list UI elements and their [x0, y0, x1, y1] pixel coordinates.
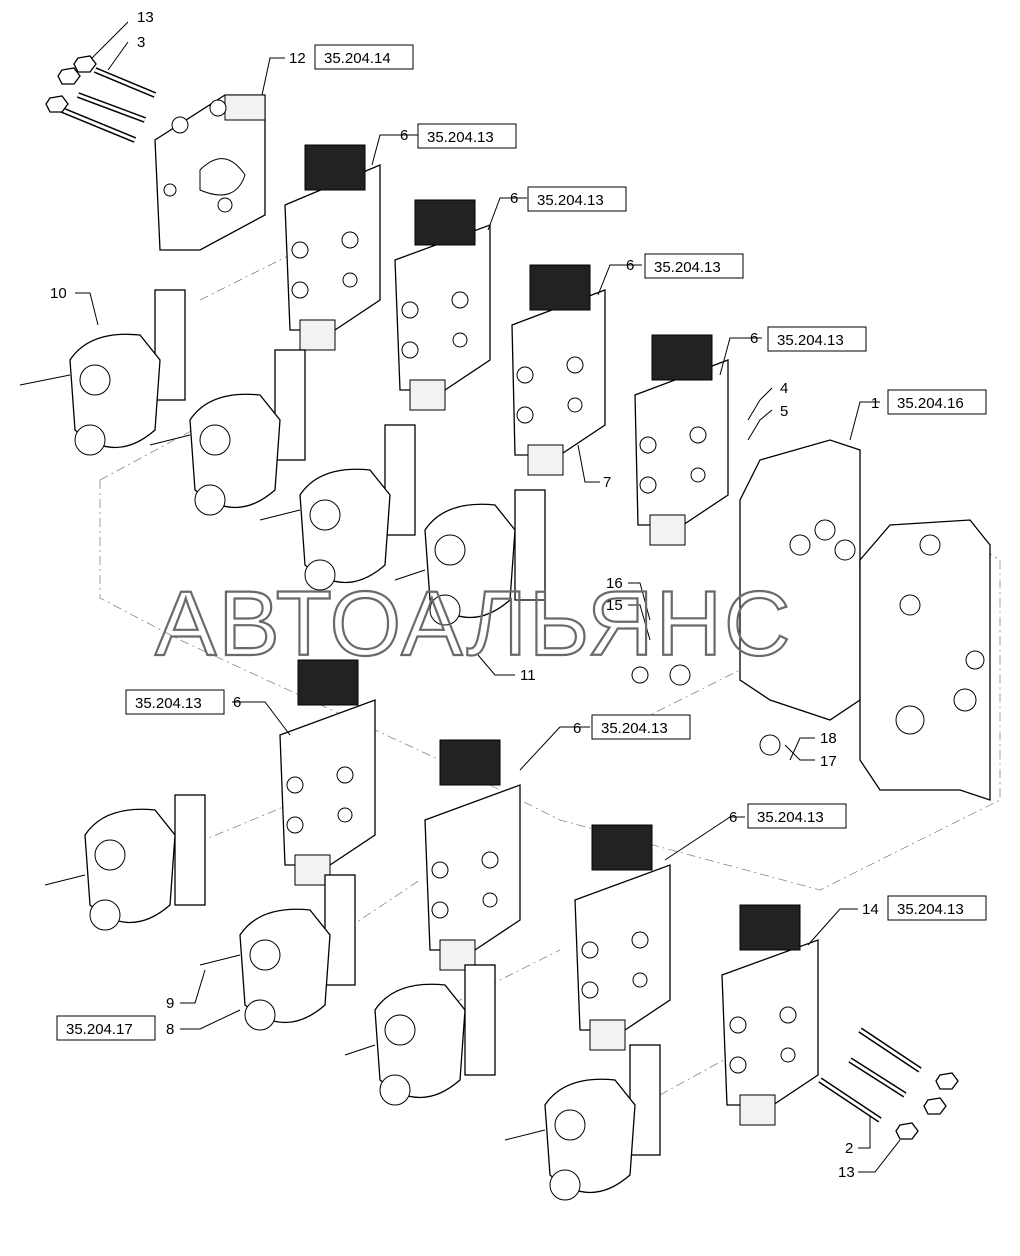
callout-18: 18: [820, 730, 837, 747]
end-section-block: [154, 94, 266, 251]
callout-5: 5: [780, 403, 788, 420]
actuator-housings: [19, 289, 661, 1201]
valve-section-5: [279, 659, 376, 886]
callout-12: 12: [289, 50, 306, 67]
callout-11: 11: [520, 667, 536, 684]
callout-6-b: 6: [510, 190, 518, 207]
actuator-2: [149, 349, 306, 516]
ref-6-g: 35.204.13: [757, 809, 824, 826]
actuator-8: [504, 1044, 661, 1201]
callout-9: 9: [166, 995, 174, 1012]
ref-12: 35.204.14: [324, 50, 391, 67]
callout-17: 17: [820, 753, 837, 770]
callout-13-bottom: 13: [838, 1164, 855, 1181]
callout-labels: 13 3 12 35.204.14 6 35.204.13 6 35.204.1…: [50, 9, 987, 1181]
callout-13-top: 13: [137, 9, 154, 26]
callout-8: 8: [166, 1021, 174, 1038]
valve-section-7: [574, 824, 671, 1051]
ref-6-b: 35.204.13: [537, 192, 604, 209]
valve-section-1: [284, 144, 381, 351]
leader-lines: [75, 21, 901, 1173]
callout-1: 1: [871, 395, 879, 412]
valve-section-8: [721, 904, 819, 1126]
valve-section-6: [424, 739, 521, 971]
callout-2: 2: [845, 1140, 853, 1157]
ref-6-c: 35.204.13: [654, 259, 721, 276]
callout-6-f: 6: [573, 720, 581, 737]
callout-6-d: 6: [750, 330, 758, 347]
ref-6-f: 35.204.13: [601, 720, 668, 737]
callout-4: 4: [780, 380, 788, 397]
valve-section-4: [634, 334, 729, 546]
actuator-7: [344, 964, 496, 1106]
actuator-6: [199, 874, 356, 1031]
callout-3: 3: [137, 34, 145, 51]
ref-14: 35.204.13: [897, 901, 964, 918]
callout-6-c: 6: [626, 257, 634, 274]
callout-6-g: 6: [729, 809, 737, 826]
inlet-section: [631, 439, 991, 801]
callout-6-a: 6: [400, 127, 408, 144]
callout-14: 14: [862, 901, 879, 918]
ref-1: 35.204.16: [897, 395, 964, 412]
actuator-1: [19, 289, 186, 456]
callout-10: 10: [50, 285, 67, 302]
callout-16: 16: [606, 575, 623, 592]
valve-section-3: [511, 264, 606, 476]
callout-7: 7: [603, 474, 611, 491]
watermark-text: АВТОАЛЬЯНС: [155, 573, 793, 675]
callout-15: 15: [606, 597, 623, 614]
valve-sections: [279, 144, 819, 1126]
tie-rods-top: [45, 55, 157, 143]
actuator-3: [259, 424, 416, 591]
actuator-4: [394, 489, 546, 626]
actuator-5: [44, 794, 206, 931]
callout-6-e: 6: [233, 694, 241, 711]
ref-6-a: 35.204.13: [427, 129, 494, 146]
valve-section-2: [394, 199, 491, 411]
ref-8: 35.204.17: [66, 1021, 133, 1038]
tie-rods-bottom: [818, 1027, 959, 1140]
ref-6-d: 35.204.13: [777, 332, 844, 349]
ref-6-e: 35.204.13: [135, 695, 202, 712]
